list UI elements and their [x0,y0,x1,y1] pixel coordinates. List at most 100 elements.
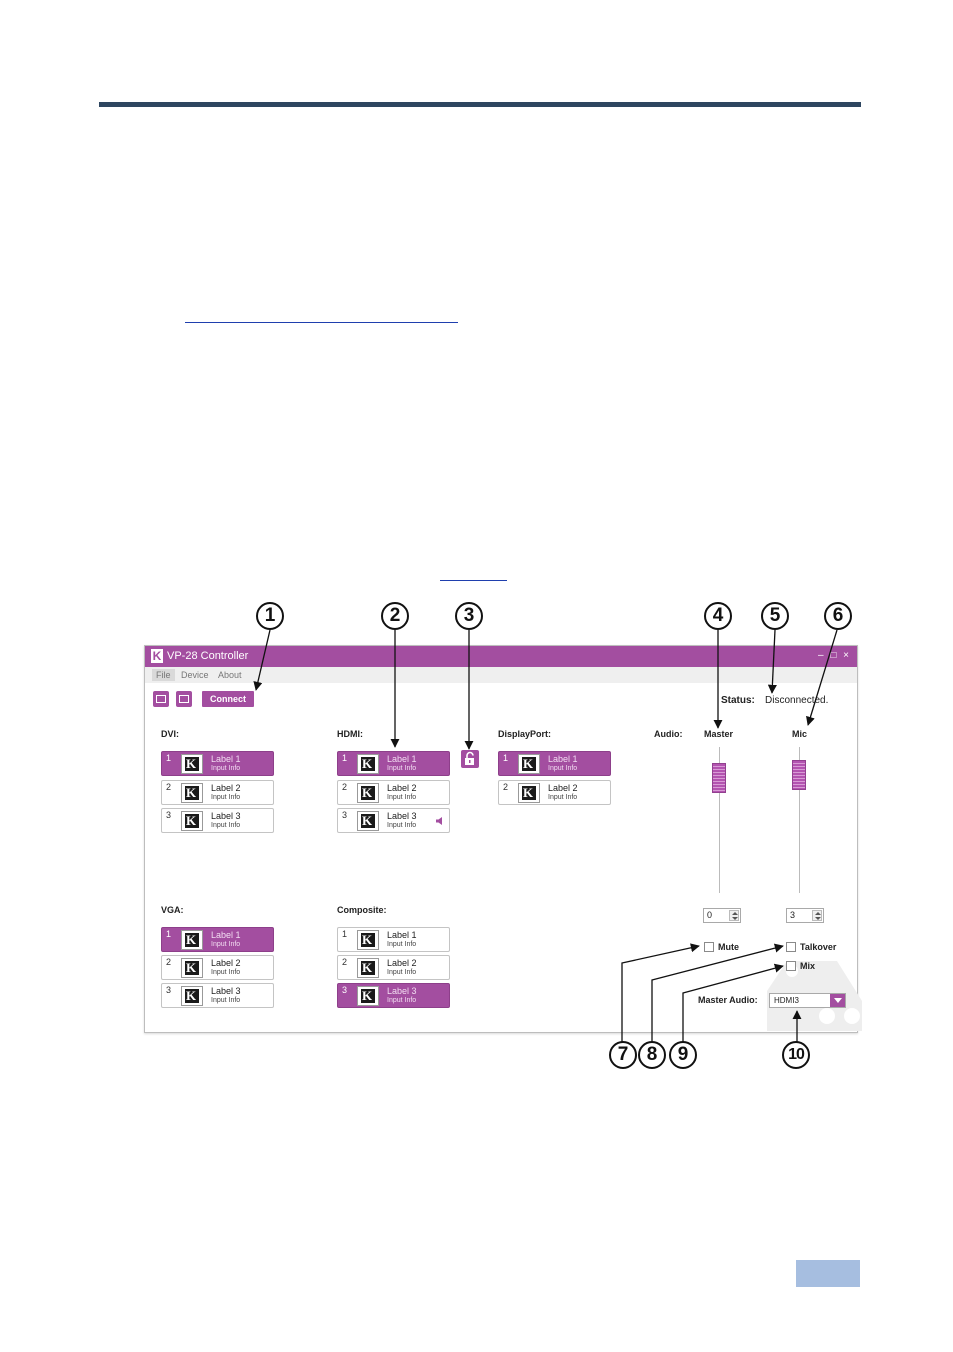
input-label: Label 2 [387,783,417,793]
lock-button[interactable] [461,750,479,768]
callout-2: 2 [381,602,409,630]
composite-input-1[interactable]: 1 Label 1 Input Info [337,927,450,952]
menu-device[interactable]: Device [181,670,209,680]
callout-1: 1 [256,602,284,630]
callout-10: 10 [782,1041,810,1069]
open-folder-button[interactable] [153,691,169,707]
master-audio-select[interactable]: HDMI3 [769,993,846,1008]
callout-5: 5 [761,602,789,630]
talkover-label: Talkover [800,942,837,952]
composite-input-3[interactable]: 3 Label 3 Input Info [337,983,450,1008]
input-info: Input Info [211,765,241,772]
master-volume-value: 0 [707,910,713,920]
menu-about[interactable]: About [218,670,242,680]
unlock-icon [465,751,474,765]
kramer-logo-icon [181,930,203,950]
vga-input-2[interactable]: 2 Label 2 Input Info [161,955,274,980]
input-number: 2 [166,957,172,967]
audio-title: Audio: [654,729,683,739]
displayport-group-title: DisplayPort: [498,729,552,739]
callout-4: 4 [704,602,732,630]
hyperlink-underline-2[interactable] [440,580,507,581]
input-label: Label 1 [387,930,417,940]
master-slider-track[interactable] [719,747,720,893]
mix-checkbox[interactable] [786,961,796,971]
kramer-logo-icon [357,754,379,774]
input-number: 1 [166,753,172,763]
talkover-checkbox[interactable] [786,942,796,952]
dvi-input-1[interactable]: 1 Label 1 Input Info [161,751,274,776]
kramer-logo-icon [181,958,203,978]
input-number: 3 [342,810,348,820]
window-controls[interactable]: – □ × [818,650,851,661]
kramer-logo-icon [181,783,203,803]
displayport-input-1[interactable]: 1 Label 1 Input Info [498,751,611,776]
dvi-group-title: DVI: [161,729,179,739]
master-audio-label: Master Audio: [698,995,758,1005]
mix-label: Mix [800,961,816,971]
input-number: 2 [342,957,348,967]
hdmi-input-2[interactable]: 2 Label 2 Input Info [337,780,450,805]
dvi-input-2[interactable]: 2 Label 2 Input Info [161,780,274,805]
kramer-logo-icon [518,754,540,774]
composite-input-2[interactable]: 2 Label 2 Input Info [337,955,450,980]
input-label: Label 1 [211,754,241,764]
vga-input-1[interactable]: 1 Label 1 Input Info [161,927,274,952]
input-info: Input Info [211,941,241,948]
callout-6: 6 [824,602,852,630]
folder-icon [156,695,166,703]
input-label: Label 3 [211,811,241,821]
speaker-icon [436,817,442,825]
hdmi-input-1[interactable]: 1 Label 1 Input Info [337,751,450,776]
input-label: Label 2 [387,958,417,968]
connect-button[interactable]: Connect [202,691,254,707]
mic-volume-stepper[interactable]: 3 [786,908,824,923]
master-slider-thumb[interactable] [712,763,726,793]
input-info: Input Info [387,765,417,772]
menu-bar: File Device About [145,667,857,683]
input-info: Input Info [387,969,417,976]
input-label: Label 3 [387,986,417,996]
window-title: VP-28 Controller [167,650,249,662]
callout-8: 8 [638,1041,666,1069]
hyperlink-underline[interactable] [185,322,458,323]
kramer-logo-icon [357,958,379,978]
mic-slider-thumb[interactable] [792,760,806,790]
hdmi-input-3[interactable]: 3 Label 3 Input Info [337,808,450,833]
input-number: 1 [342,753,348,763]
stepper-arrows-icon[interactable] [729,910,739,921]
input-number: 1 [503,753,509,763]
input-info: Input Info [211,969,241,976]
input-info: Input Info [211,822,241,829]
save-button[interactable] [176,691,192,707]
mute-checkbox[interactable] [704,942,714,952]
input-label: Label 2 [211,958,241,968]
kramer-logo-icon [518,783,540,803]
kramer-logo-icon [181,986,203,1006]
master-volume-stepper[interactable]: 0 [703,908,741,923]
stepper-arrows-icon[interactable] [812,910,822,921]
kramer-logo-icon [357,986,379,1006]
mic-volume-value: 3 [790,910,796,920]
composite-group-title: Composite: [337,905,387,915]
kramer-logo-icon [357,783,379,803]
callout-7: 7 [609,1041,637,1069]
title-bar: K VP-28 Controller – □ × [145,646,857,667]
displayport-input-2[interactable]: 2 Label 2 Input Info [498,780,611,805]
input-info: Input Info [211,997,241,1004]
vga-input-3[interactable]: 3 Label 3 Input Info [161,983,274,1008]
input-number: 3 [342,985,348,995]
vga-group-title: VGA: [161,905,184,915]
input-info: Input Info [548,765,578,772]
chevron-down-icon[interactable] [830,994,845,1007]
menu-file[interactable]: File [152,669,175,681]
kramer-logo-icon: K [151,649,163,663]
hdmi-group-title: HDMI: [337,729,363,739]
input-label: Label 2 [548,783,578,793]
save-icon [179,695,189,703]
dvi-input-3[interactable]: 3 Label 3 Input Info [161,808,274,833]
mic-slider-track[interactable] [799,747,800,893]
input-info: Input Info [387,822,417,829]
kramer-logo-icon [357,930,379,950]
page-number-box [796,1260,860,1287]
